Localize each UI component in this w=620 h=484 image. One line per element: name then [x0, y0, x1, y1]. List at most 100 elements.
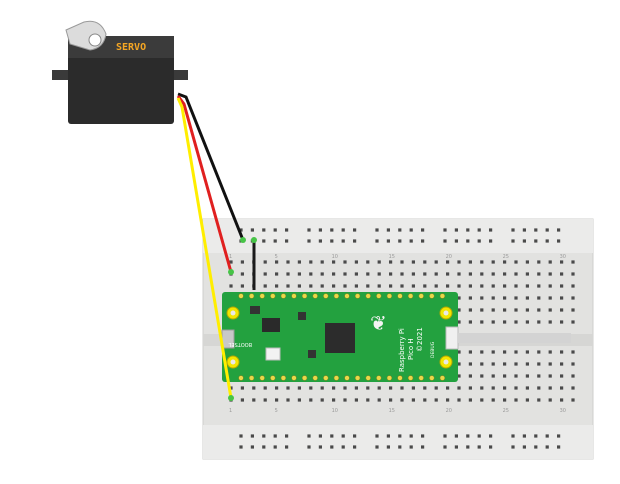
- pico-brand-text: Raspberry Pi: [398, 328, 406, 372]
- breadboard-hole: [250, 434, 254, 438]
- breadboard-hole: [525, 386, 529, 390]
- breadboard-hole: [263, 398, 267, 402]
- breadboard-hole: [386, 239, 390, 243]
- breadboard-hole: [250, 228, 254, 232]
- signal-wire: [176, 97, 233, 399]
- breadboard-hole: [240, 398, 244, 402]
- pico-pin: [312, 293, 318, 299]
- breadboard-hole: [548, 350, 552, 354]
- breadboard-hole: [275, 260, 279, 264]
- breadboard-hole: [252, 386, 256, 390]
- pico-pin: [280, 375, 287, 381]
- breadboard-hole: [386, 434, 390, 438]
- breadboard-hole: [377, 386, 381, 390]
- breadboard-hole: [480, 362, 484, 366]
- breadboard-hole: [491, 308, 495, 312]
- breadboard-hole: [537, 374, 541, 378]
- breadboard-hole: [297, 386, 301, 390]
- breadboard-hole: [560, 386, 564, 390]
- pico-board: BOOTSEL ❦ Raspberry Pi Pico H ©2021 DEBU…: [221, 292, 459, 382]
- breadboard-hole: [250, 445, 254, 449]
- pico-pin: [429, 293, 435, 299]
- breadboard-hole: [525, 308, 529, 312]
- breadboard-hole: [525, 284, 529, 288]
- breadboard-hole: [309, 398, 313, 402]
- pico-pin: [312, 375, 318, 381]
- breadboard-hole: [454, 445, 458, 449]
- pico-pin: [439, 293, 446, 299]
- breadboard-hole: [375, 228, 379, 232]
- breadboard-hole: [341, 239, 345, 243]
- breadboard-hole: [353, 228, 357, 232]
- breadboard-hole: [503, 398, 507, 402]
- breadboard-hole: [318, 434, 322, 438]
- pico-pin: [259, 293, 265, 299]
- breadboard-hole: [454, 239, 458, 243]
- breadboard-hole: [468, 272, 472, 276]
- breadboard-hole: [480, 296, 484, 300]
- breadboard-hole: [411, 284, 415, 288]
- breadboard-hole: [307, 445, 311, 449]
- breadboard-hole: [377, 272, 381, 276]
- breadboard-hole: [443, 228, 447, 232]
- breadboard-hole: [366, 284, 370, 288]
- pico-pin: [407, 375, 414, 381]
- breadboard-hole: [354, 284, 358, 288]
- breadboard-hole: [525, 320, 529, 324]
- breadboard-hole: [557, 239, 561, 243]
- breadboard-hole: [443, 239, 447, 243]
- breadboard-hole: [389, 272, 393, 276]
- breadboard-hole: [409, 434, 413, 438]
- breadboard-hole: [330, 239, 334, 243]
- breadboard-hole: [386, 445, 390, 449]
- breadboard-hole: [468, 386, 472, 390]
- breadboard-hole: [522, 228, 526, 232]
- breadboard-hole: [480, 398, 484, 402]
- breadboard-hole: [434, 398, 438, 402]
- breadboard-hole: [457, 398, 461, 402]
- breadboard-hole: [398, 228, 402, 232]
- breadboard-hole: [398, 445, 402, 449]
- breadboard-hole: [240, 260, 244, 264]
- breadboard-hole: [522, 445, 526, 449]
- breadboard-hole: [503, 362, 507, 366]
- column-number: 20: [446, 254, 452, 260]
- top-power-rail: [203, 219, 593, 253]
- breadboard-hole: [557, 228, 561, 232]
- bootsel-label: BOOTSEL: [228, 341, 252, 347]
- breadboard-hole: [477, 434, 481, 438]
- breadboard-hole: [480, 308, 484, 312]
- wire-end: [240, 237, 246, 243]
- mounting-hole-center: [443, 310, 449, 316]
- breadboard-hole: [332, 386, 336, 390]
- column-number: 30: [560, 408, 566, 414]
- breadboard-hole: [320, 386, 324, 390]
- breadboard-hole: [457, 296, 461, 300]
- breadboard-hole: [534, 228, 538, 232]
- breadboard-hole: [468, 308, 472, 312]
- breadboard-hole: [366, 260, 370, 264]
- breadboard-holes: [229, 228, 575, 449]
- breadboard-hole: [557, 445, 561, 449]
- breadboard-hole: [548, 386, 552, 390]
- breadboard-hole: [400, 398, 404, 402]
- breadboard-hole: [275, 386, 279, 390]
- breadboard-hole: [409, 239, 413, 243]
- breadboard-hole: [560, 284, 564, 288]
- breadboard-hole: [545, 228, 549, 232]
- breadboard-hole: [480, 374, 484, 378]
- pico-pin: [407, 293, 414, 299]
- breadboard-hole: [240, 386, 244, 390]
- breadboard-hole: [511, 445, 515, 449]
- breadboard-hole: [454, 228, 458, 232]
- breadboard-hole: [366, 386, 370, 390]
- chip-component: [308, 350, 316, 358]
- breadboard-hole: [423, 284, 427, 288]
- breadboard-hole: [457, 350, 461, 354]
- breadboard-hole: [421, 228, 425, 232]
- breadboard-hole: [525, 374, 529, 378]
- breadboard-hole: [491, 398, 495, 402]
- breadboard-hole: [525, 350, 529, 354]
- breadboard-hole: [318, 445, 322, 449]
